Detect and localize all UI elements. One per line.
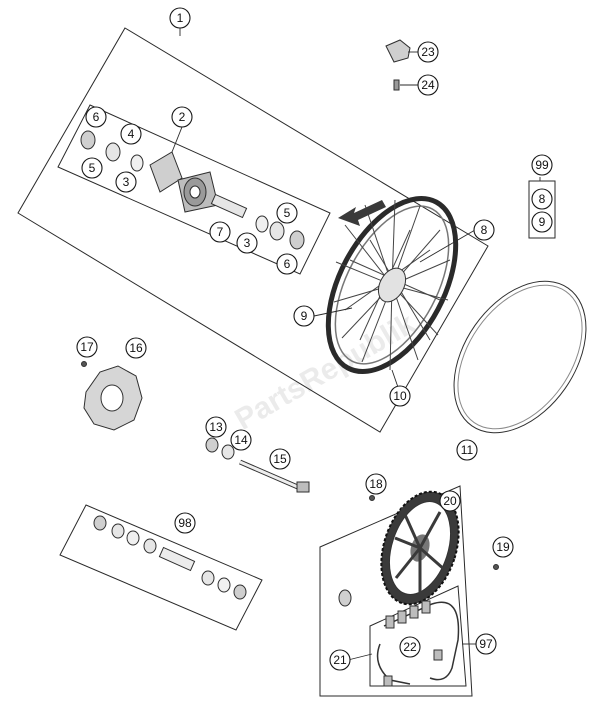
callout-8-kit[interactable]: 8 [531,188,553,210]
callout-16[interactable]: 16 [125,337,147,359]
callout-18[interactable]: 18 [365,473,387,495]
callout-22[interactable]: 22 [399,636,421,658]
rim-tape [453,280,587,434]
callout-4[interactable]: 4 [120,123,142,145]
callout-99[interactable]: 99 [531,154,553,176]
callout-1[interactable]: 1 [169,7,191,29]
callout-8[interactable]: 8 [473,219,495,241]
frame-hub-kit-98 [59,504,263,631]
sprocket-nut [493,564,499,570]
chain [376,600,460,687]
callout-23[interactable]: 23 [417,41,439,63]
sprocket-screw [369,495,375,501]
callout-24[interactable]: 24 [417,74,439,96]
callout-3-top[interactable]: 3 [115,171,137,193]
leader-lines [171,28,541,661]
frame-chain-kit [369,585,467,687]
callout-11[interactable]: 11 [456,439,478,461]
guard-bracket [385,39,411,63]
callout-9[interactable]: 9 [293,305,315,327]
frame-wheel-assembly [17,27,489,433]
callout-13[interactable]: 13 [205,416,227,438]
hub-kit-parts [93,515,247,600]
brake-disc [83,365,143,431]
bolt-24 [393,79,400,91]
wheel [325,195,459,375]
disc-screw [81,361,87,367]
callout-98[interactable]: 98 [174,512,196,534]
frame-hub-parts [57,104,331,275]
chain-link-part [338,589,352,607]
callout-21[interactable]: 21 [329,649,351,671]
callout-3-bottom[interactable]: 3 [236,232,258,254]
callout-5-bottom[interactable]: 5 [276,202,298,224]
callout-7[interactable]: 7 [209,221,231,243]
hub-parts [80,130,305,250]
callout-14[interactable]: 14 [230,429,252,451]
callout-19[interactable]: 19 [492,536,514,558]
axle-group [205,437,310,493]
callout-6-top[interactable]: 6 [85,106,107,128]
callout-6-bottom[interactable]: 6 [276,253,298,275]
callout-17[interactable]: 17 [76,336,98,358]
callout-5-top[interactable]: 5 [81,157,103,179]
sprocket [380,490,460,606]
callout-9-kit[interactable]: 9 [531,211,553,233]
rotation-arrow [338,200,386,226]
callout-97[interactable]: 97 [475,633,497,655]
callout-10[interactable]: 10 [389,385,411,407]
callout-15[interactable]: 15 [269,448,291,470]
callout-20[interactable]: 20 [439,490,461,512]
callout-2[interactable]: 2 [171,106,193,128]
frame-spoke-kit-99 [528,180,556,239]
rim-tape-inner [457,284,583,430]
